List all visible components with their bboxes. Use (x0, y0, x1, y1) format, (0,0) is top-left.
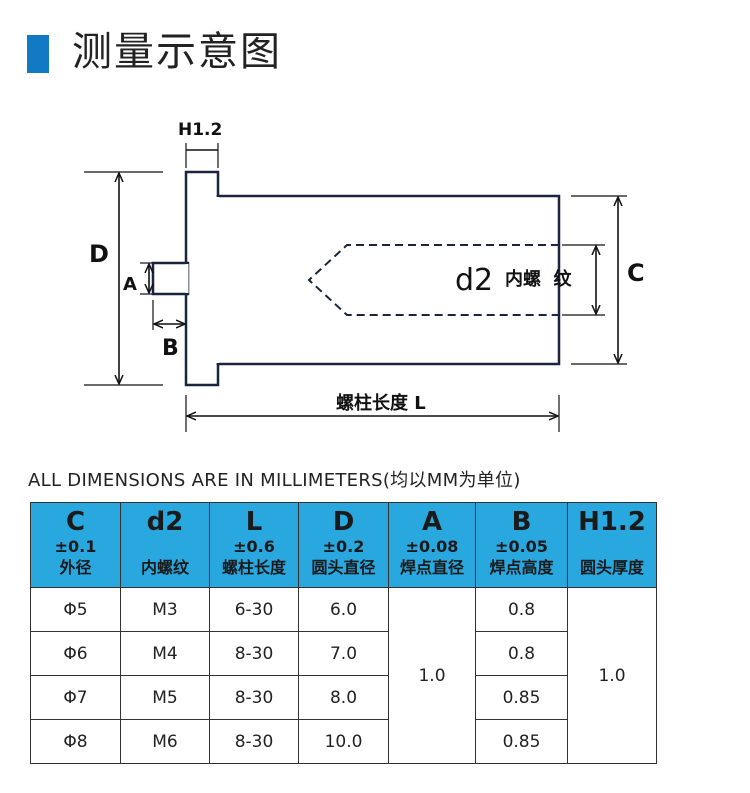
cell-h12-merged: 1.0 (567, 587, 657, 764)
table-row: Φ8 M6 8-30 10.0 0.85 (30, 719, 657, 764)
label-length: 螺柱长度 L (336, 392, 426, 414)
header-c: C ±0.1 外径 (30, 502, 121, 588)
cell-b: 0.8 (475, 587, 568, 632)
cell-d2: M5 (120, 675, 210, 720)
cell-c: Φ5 (30, 587, 121, 632)
page-title: 测量示意图 (72, 29, 282, 75)
measurement-diagram: H1.2 D A B d2 内螺 纹 C 螺柱长度 L (84, 120, 645, 432)
table-header-row: C ±0.1 外径 d2 内螺纹 L ±0.6 螺柱长度 D ±0.2 圆头直径… (30, 502, 657, 588)
cell-d2: M3 (120, 587, 210, 632)
cell-b: 0.85 (475, 719, 568, 764)
cell-d: 8.0 (298, 675, 389, 720)
label-b: B (162, 336, 179, 361)
label-h12: H1.2 (178, 120, 222, 140)
cell-l: 8-30 (209, 719, 299, 764)
header-d: D ±0.2 圆头直径 (298, 502, 389, 588)
label-c: C (627, 259, 645, 287)
header-b: B ±0.05 焊点高度 (475, 502, 568, 588)
spec-table: C ±0.1 外径 d2 内螺纹 L ±0.6 螺柱长度 D ±0.2 圆头直径… (30, 502, 657, 764)
cell-b: 0.85 (475, 675, 568, 720)
label-d: D (89, 240, 109, 268)
table-row: Φ7 M5 8-30 8.0 0.85 (30, 675, 657, 720)
inner-thread (307, 244, 559, 316)
cell-d: 7.0 (298, 631, 389, 676)
cell-c: Φ7 (30, 675, 121, 720)
label-a: A (123, 274, 137, 295)
units-note: ALL DIMENSIONS ARE IN MILLIMETERS(均以MM为单… (28, 470, 521, 491)
cell-b: 0.8 (475, 631, 568, 676)
cell-c: Φ8 (30, 719, 121, 764)
cell-d: 10.0 (298, 719, 389, 764)
header-h12: H1.2 圆头厚度 (567, 502, 657, 588)
header-a: A ±0.08 焊点直径 (388, 502, 476, 588)
header-l: L ±0.6 螺柱长度 (209, 502, 299, 588)
table-row: Φ5 M3 6-30 6.0 1.0 0.8 1.0 (30, 587, 657, 764)
cell-a-merged: 1.0 (388, 587, 476, 764)
cell-l: 6-30 (209, 587, 299, 632)
label-d2: d2 (455, 263, 493, 298)
label-thread: 内螺 纹 (505, 268, 573, 290)
cell-c: Φ6 (30, 631, 121, 676)
header-d2: d2 内螺纹 (120, 502, 210, 588)
cell-l: 8-30 (209, 675, 299, 720)
title-accent-bar (27, 35, 49, 73)
cell-d: 6.0 (298, 587, 389, 632)
cell-d2: M6 (120, 719, 210, 764)
cell-l: 8-30 (209, 631, 299, 676)
table-row: Φ6 M4 8-30 7.0 0.8 (30, 631, 657, 676)
cell-d2: M4 (120, 631, 210, 676)
weld-point (151, 261, 190, 296)
head-plate (184, 170, 220, 387)
